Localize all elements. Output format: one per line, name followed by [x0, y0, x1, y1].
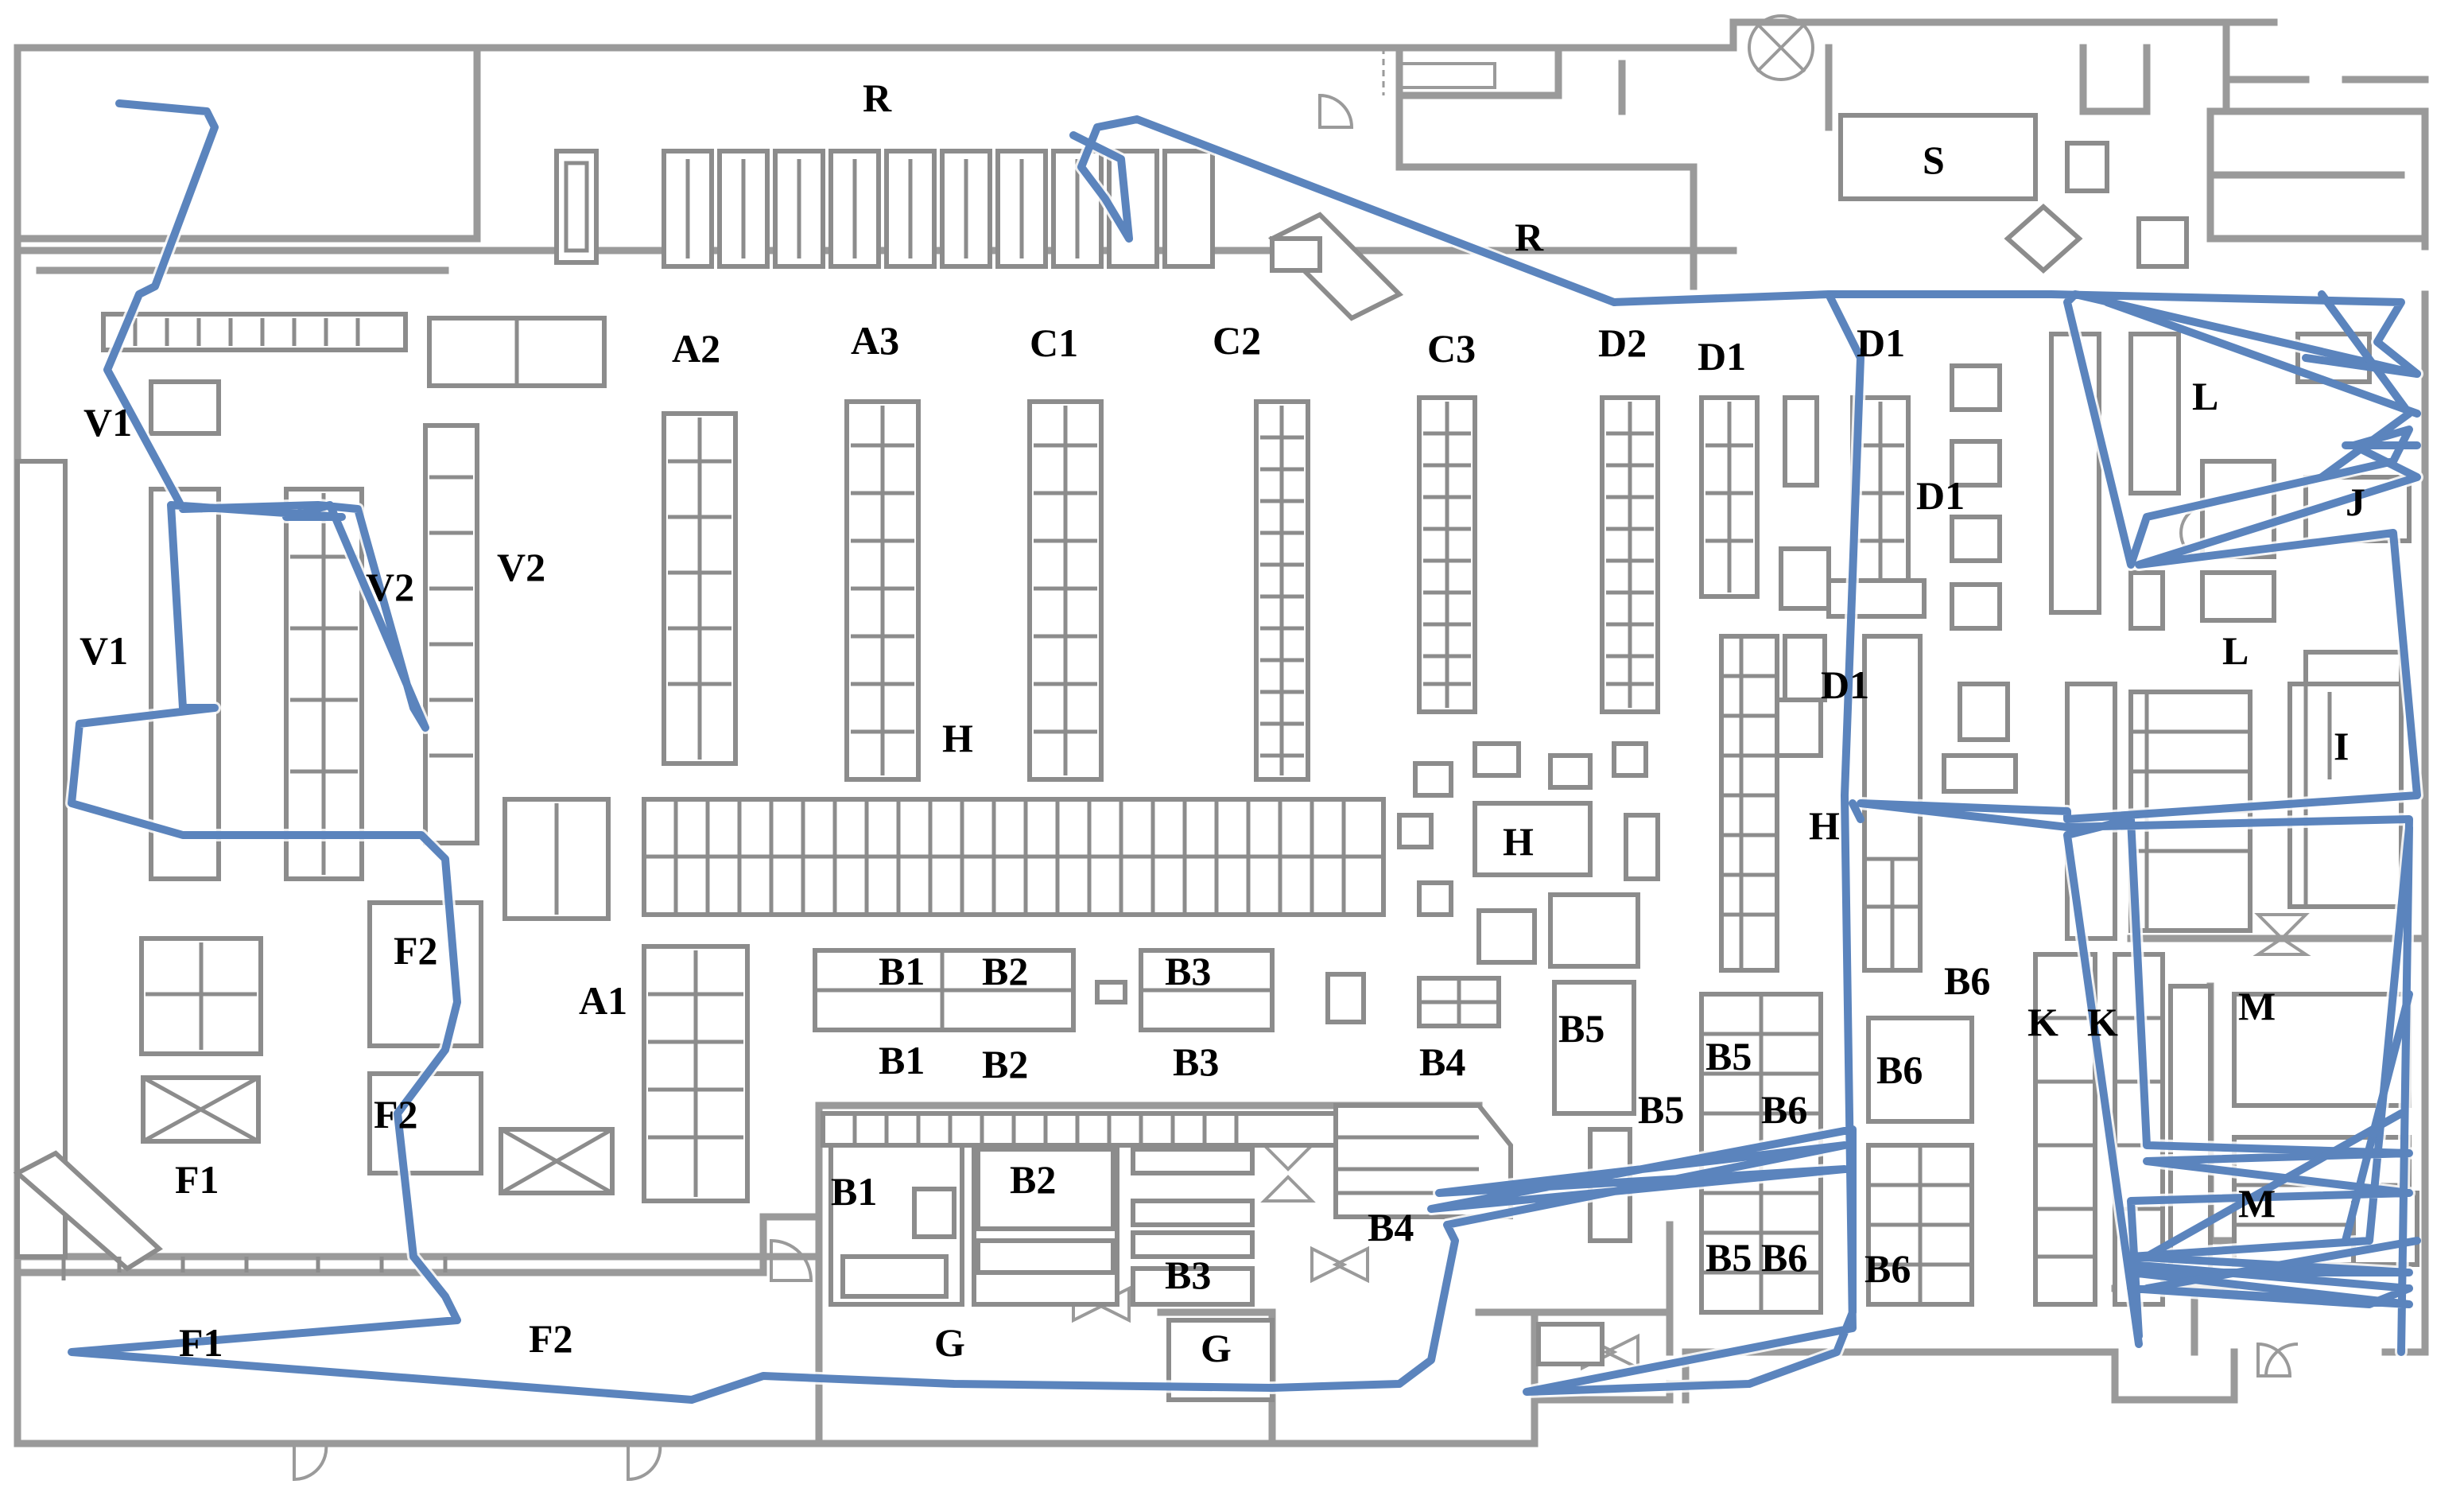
- zone-label-j: J: [2346, 480, 2365, 524]
- zone-label-k-b: K: [2087, 1000, 2118, 1044]
- zone-label-r-right: R: [1515, 215, 1544, 259]
- zone-label-b1-c: B1: [831, 1169, 877, 1214]
- zone-label-b1-b: B1: [879, 1038, 925, 1082]
- zone-label-c3: C3: [1427, 326, 1476, 371]
- zone-label-f2-b: F2: [374, 1092, 418, 1137]
- zone-label-v2-a: V2: [366, 565, 414, 609]
- zone-label-b5-b: B5: [1705, 1034, 1752, 1078]
- zone-label-b3-c: B3: [1165, 1253, 1211, 1297]
- zone-label-l-a: L: [2192, 374, 2218, 418]
- zone-label-b2-a: B2: [982, 949, 1028, 993]
- zone-label-f2-c: F2: [529, 1316, 573, 1361]
- zone-label-c1: C1: [1030, 321, 1078, 365]
- zone-label-h-a: H: [942, 716, 973, 760]
- zone-label-f2-a: F2: [394, 928, 438, 973]
- zone-label-f1-b: F1: [179, 1320, 223, 1365]
- zone-label-b5-d: B5: [1705, 1235, 1752, 1280]
- zone-label-h-b: H: [1503, 819, 1534, 864]
- zone-label-v2-b: V2: [497, 545, 545, 589]
- zone-label-b6-c: B6: [1761, 1087, 1807, 1132]
- zone-label-f1-a: F1: [175, 1157, 219, 1202]
- zone-label-v1-b: V1: [80, 628, 128, 673]
- zone-label-b1-a: B1: [879, 949, 925, 993]
- zone-label-b6-e: B6: [1864, 1246, 1911, 1291]
- zone-label-d2: D2: [1598, 321, 1647, 365]
- zone-label-b2-b: B2: [982, 1042, 1028, 1086]
- picking-route: [65, 97, 2423, 1406]
- zone-label-s: S: [1923, 138, 1945, 182]
- zone-label-b4-b: B4: [1368, 1205, 1414, 1249]
- zone-label-l-b: L: [2222, 628, 2249, 673]
- zone-label-h-c: H: [1809, 803, 1840, 848]
- zone-label-a3: A3: [851, 318, 899, 363]
- zone-label-i: I: [2334, 724, 2349, 768]
- zone-label-d1-c: D1: [1916, 473, 1965, 518]
- zone-label-d1-a: D1: [1698, 334, 1746, 379]
- zone-label-m-a: M: [2238, 984, 2276, 1028]
- zone-label-b6-a: B6: [1944, 958, 1990, 1003]
- zone-label-m-b: M: [2238, 1181, 2276, 1226]
- zone-label-b3-b: B3: [1173, 1039, 1219, 1084]
- zone-label-r-top: R: [863, 76, 892, 120]
- zone-label-b6-d: B6: [1761, 1235, 1807, 1280]
- zone-label-b6-b: B6: [1876, 1047, 1923, 1092]
- zone-label-g-b: G: [1201, 1326, 1232, 1370]
- zone-label-d1-b: D1: [1857, 321, 1905, 365]
- zone-label-d1-d: D1: [1821, 663, 1869, 707]
- zone-label-a1: A1: [579, 978, 627, 1023]
- zone-label-a2: A2: [672, 326, 720, 371]
- zone-label-b5-c: B5: [1638, 1087, 1684, 1132]
- zone-label-b3-a: B3: [1165, 949, 1211, 993]
- zone-label-k: K: [2027, 1000, 2059, 1044]
- zone-label-g-a: G: [934, 1320, 965, 1365]
- zone-label-c2: C2: [1213, 318, 1261, 363]
- racks: [13, 113, 2419, 1402]
- zone-label-b2-c: B2: [1010, 1157, 1056, 1202]
- zone-label-v1-a: V1: [83, 400, 132, 445]
- zone-label-b5-a: B5: [1558, 1006, 1605, 1051]
- zone-label-b4-a: B4: [1419, 1039, 1465, 1084]
- zone-labels: R R S A2 A3 C1 C2 C3 D2 D1 D1 D1 D1 L L …: [80, 76, 2365, 1370]
